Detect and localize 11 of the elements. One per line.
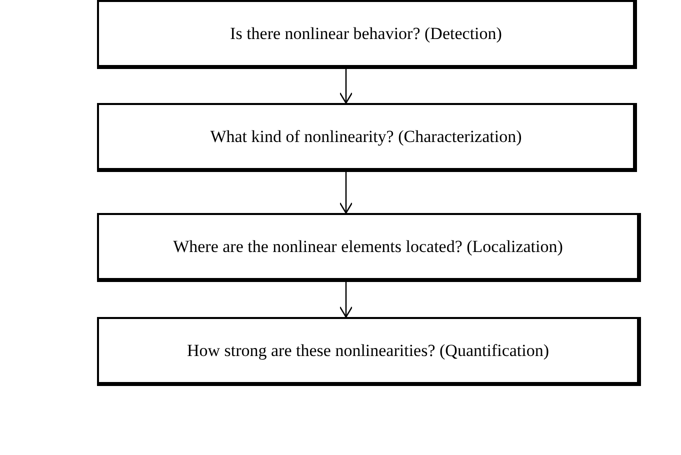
process-box — [97, 213, 641, 282]
box-text: Where are the nonlinear elements located? (Localization) — [173, 236, 563, 256]
box-text: What kind of nonlinearity? (Characterization) — [210, 126, 522, 146]
process-box — [97, 0, 637, 69]
arrow — [339, 69, 353, 104]
arrow — [339, 282, 353, 318]
process-box — [97, 317, 641, 386]
arrow — [339, 172, 353, 214]
box-text: Is there nonlinear behavior? (Detection) — [230, 24, 502, 44]
box-text: How strong are these nonlinearities? (Quantification) — [186, 340, 550, 360]
process-box — [97, 103, 637, 172]
